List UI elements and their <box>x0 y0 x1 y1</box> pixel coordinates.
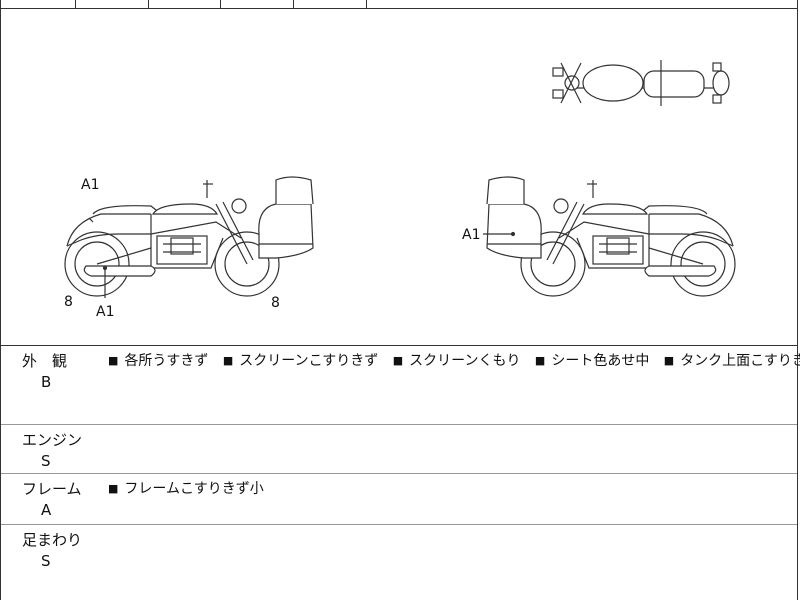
header-cell <box>148 0 221 8</box>
row-name: エンジン <box>22 431 83 449</box>
header-cell <box>75 0 149 8</box>
row-engine: エンジン S <box>1 425 797 474</box>
note-text: スクリーンくもり <box>409 353 521 369</box>
motorcycle-top-view <box>552 60 730 106</box>
note-text: タンク上面こすりきず中 <box>680 353 800 369</box>
bullet-icon: ■ <box>108 482 119 495</box>
row-grade: A <box>41 501 52 519</box>
note-text: スクリーンこすりきず <box>239 353 379 369</box>
row-grade: S <box>41 552 51 570</box>
row-name: 足まわり <box>22 531 83 549</box>
header-cell <box>1 0 76 8</box>
note-text: 各所うすきず <box>124 353 209 369</box>
row-notes: ■ 各所うすきず ■ スクリーンこすりきず ■ スクリーンくもり ■ シート色あせ中 ■… <box>108 350 800 370</box>
note-text: シート色あせ中 <box>551 353 650 369</box>
bullet-icon: ■ <box>663 354 675 367</box>
damage-diagram: A1 A1 8 8 A1 <box>1 8 797 346</box>
damage-label-tail: A1 <box>96 304 115 320</box>
note-item: ■ スクリーンこすりきず <box>223 353 378 369</box>
bullet-icon: ■ <box>534 354 546 367</box>
row-name: 外 観 <box>22 352 68 370</box>
damage-label-box: A1 <box>462 227 481 243</box>
motorcycle-right-view <box>483 176 736 297</box>
note-item: ■ フレームこすりきず小 <box>108 481 264 497</box>
header-strip <box>1 0 797 9</box>
row-grade: S <box>41 452 51 470</box>
bullet-icon: ■ <box>108 354 119 367</box>
bullet-icon: ■ <box>392 354 404 367</box>
header-cell <box>293 0 367 8</box>
note-item: ■ 各所うすきず <box>108 353 208 369</box>
row-frame: フレーム A ■ フレームこすりきず小 <box>1 474 797 525</box>
note-item: ■ タンク上面こすりきず中 <box>664 353 800 369</box>
row-suspension: 足まわり S <box>1 525 797 600</box>
note-text: フレームこすりきず小 <box>124 481 264 497</box>
row-name: フレーム <box>22 480 82 498</box>
motorcycle-diagram <box>64 60 736 298</box>
motorcycle-left-view <box>64 176 314 298</box>
bullet-icon: ■ <box>222 354 234 367</box>
header-cell <box>220 0 294 8</box>
damage-label-rear-wheel: 8 <box>64 294 73 310</box>
damage-label-tank: A1 <box>81 177 100 193</box>
row-exterior: 外 観 B ■ 各所うすきず ■ スクリーンこすりきず ■ スクリーンくもり ■ シート… <box>1 346 800 425</box>
note-item: ■ シート色あせ中 <box>535 353 649 369</box>
row-grade: B <box>41 373 52 391</box>
damage-label-front-wheel: 8 <box>271 295 280 311</box>
note-item: ■ スクリーンくもり <box>393 353 521 369</box>
row-notes: ■ フレームこすりきず小 <box>108 478 274 498</box>
